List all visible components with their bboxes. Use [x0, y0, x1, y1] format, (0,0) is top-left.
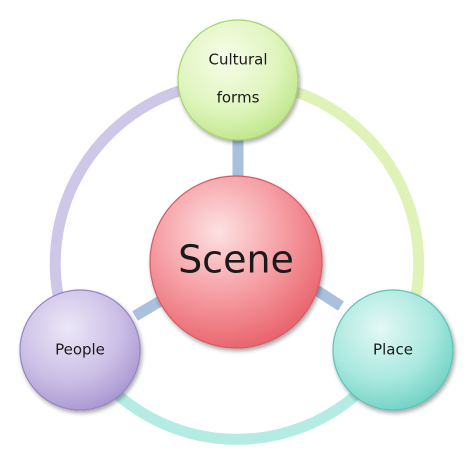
cultural-forms-label-line1: Cultural	[208, 51, 267, 69]
ring-arc-bottom	[114, 390, 360, 445]
cultural-forms-node	[177, 19, 299, 141]
connector-place	[313, 285, 344, 311]
ring-arc-left	[49, 84, 184, 296]
people-label: People	[55, 341, 105, 359]
place-node	[332, 289, 454, 411]
connector-people	[132, 295, 165, 321]
place-label: Place	[373, 341, 413, 359]
center-node-label: Scene	[178, 238, 294, 282]
ring-arc-right	[288, 84, 425, 296]
center-node	[149, 175, 323, 349]
cultural-forms-label-line2: forms	[217, 89, 260, 107]
people-node	[19, 289, 141, 411]
